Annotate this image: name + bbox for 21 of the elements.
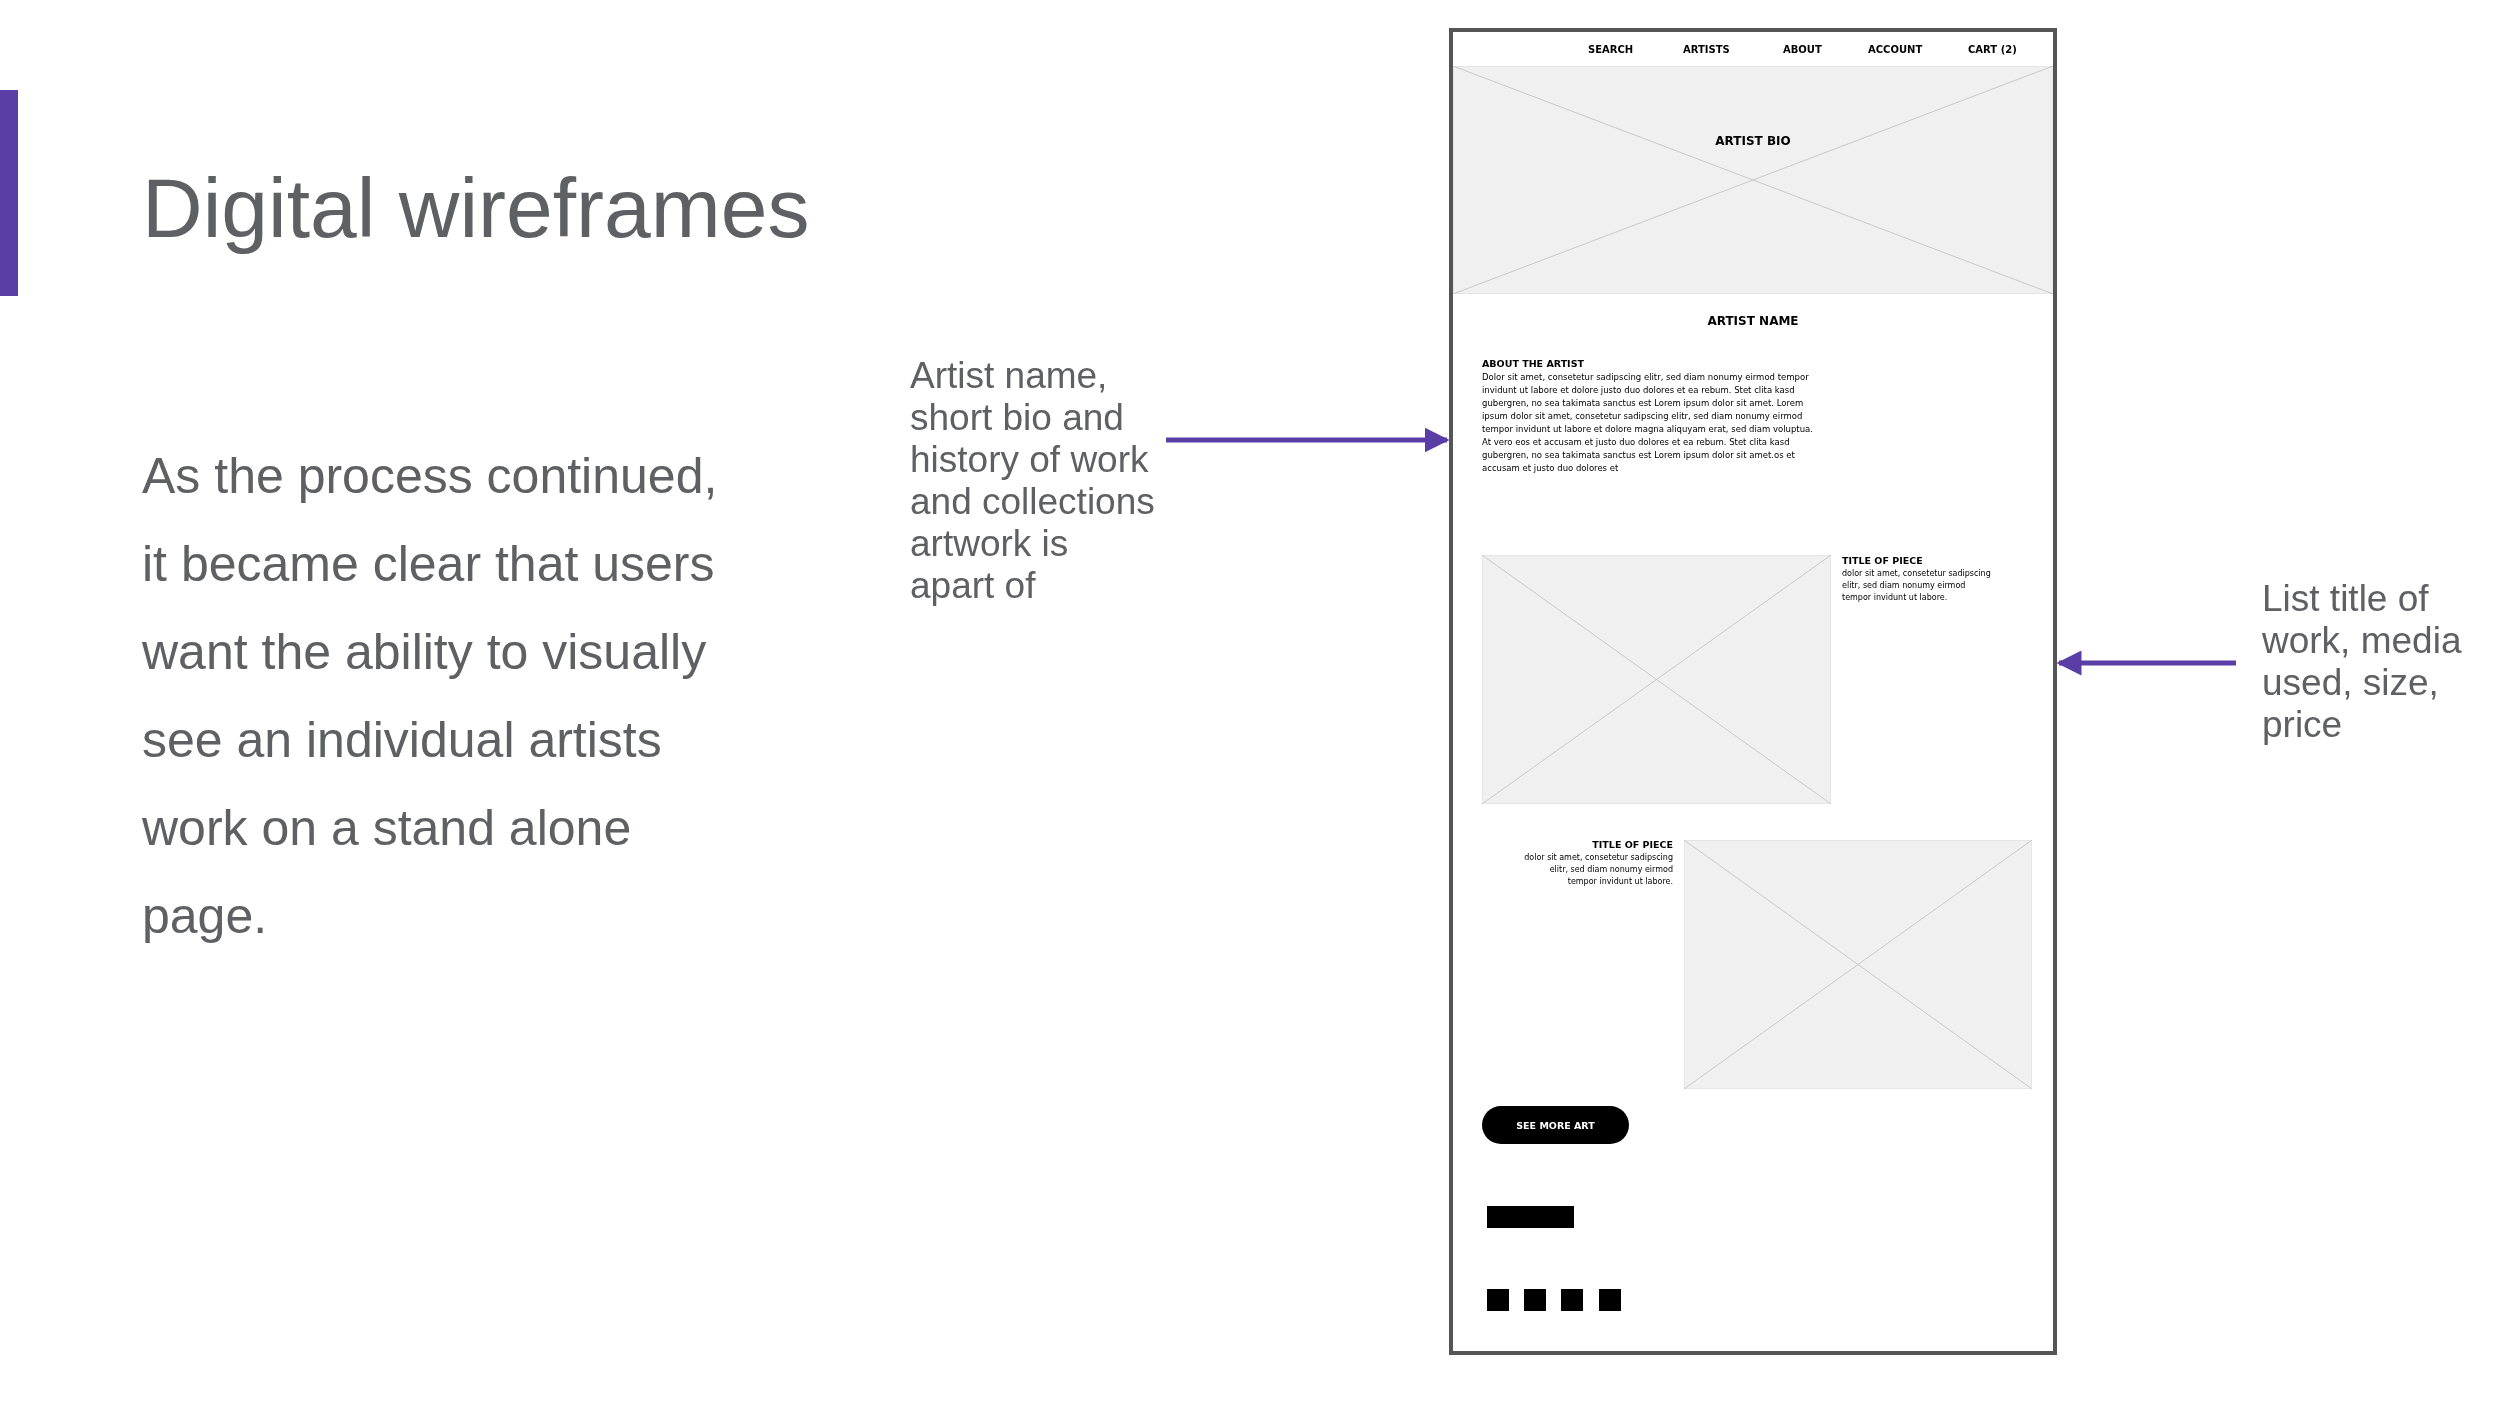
annotation-text: List title of work, media used, size, price — [2262, 578, 2497, 746]
section-heading: ARTIST NAME — [1706, 314, 1800, 328]
nav-link: ABOUT — [1783, 44, 1822, 55]
arrow — [1166, 427, 1450, 453]
nav-link: ARTISTS — [1683, 44, 1730, 55]
piece-title: TITLE OF PIECE — [1591, 839, 1673, 850]
body-text: Dolor sit amet, consetetur sadipscing elitr, sed diam nonumy eirmod tempor invidunt ut labore et dolore justo duo dolores et ea rebum. Stet clita kasd gubergren, no sea takimata sanctus est Lorem ipsum dolor sit amet. Lorem ipsum dolor sit amet, consetetur sadipscing elitr, sed diam nonumy eirmod tempor invidunt ut labore et dolore magna aliquyam erat, sed diam voluptua. At vero eos et accusam et justo duo dolores et ea rebum. Stet clita kasd gubergren, no sea takimata sanctus est Lorem ipsum dolor sit amet.os et accusam et justo duo dolores et — [1482, 371, 1814, 475]
nav-link: CART (2) — [1968, 44, 2017, 55]
nav-link: ACCOUNT — [1868, 44, 1923, 55]
piece-description: dolor sit amet, consetetur sadipscing elitr, sed diam nonumy eirmod tempor invidunt ut labore. — [1523, 852, 1673, 888]
body-text: As the process continued, it became clear that users want the ability to visually see an individual artists work on a stand alone page. — [142, 447, 719, 946]
arrow — [2056, 650, 2236, 676]
piece-title: TITLE OF PIECE — [1842, 555, 1923, 566]
annotation-text: Artist name, short bio and history of work and collections artwork is apart of — [910, 355, 1160, 607]
slide-title: Digital wireframes — [142, 160, 810, 257]
piece-description: dolor sit amet, consetetur sadipscing elitr, sed diam nonumy eirmod tempor invidunt ut labore. — [1842, 568, 1992, 604]
nav-link: SEARCH — [1588, 44, 1634, 55]
wireframe-page — [1449, 28, 2057, 1355]
see-more-button: SEE MORE ART — [1482, 1106, 1629, 1144]
section-heading: ARTIST BIO — [1714, 134, 1792, 148]
section-heading: ABOUT THE ARTIST — [1482, 358, 1584, 369]
